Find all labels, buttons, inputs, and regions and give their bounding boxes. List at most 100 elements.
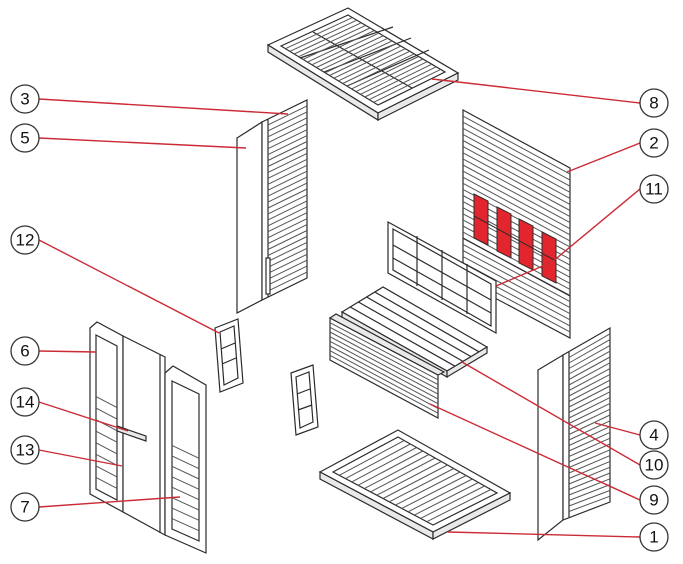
slat-line (568, 420, 611, 441)
leader-11 (551, 188, 641, 263)
slat-line (316, 35, 384, 68)
slat-line (342, 50, 410, 84)
svg-text:9: 9 (649, 491, 658, 510)
slat-line (267, 200, 308, 221)
slat-line (311, 32, 380, 66)
slat-line (568, 344, 611, 369)
slat-line (267, 253, 308, 274)
leader-13 (38, 449, 123, 467)
callout-4: 4 (639, 420, 669, 450)
leader-11b (495, 261, 553, 287)
slat-line (95, 465, 118, 478)
slat-line (171, 507, 200, 521)
leader-8 (431, 78, 641, 104)
slat-line (285, 17, 353, 50)
slat-line (462, 250, 571, 309)
slat-line (267, 206, 308, 227)
callout-5: 5 (10, 123, 40, 153)
slat-line (267, 247, 308, 268)
slat-line (329, 345, 439, 405)
slat-line (568, 431, 611, 452)
floor-panel (318, 429, 512, 540)
slat-line (95, 442, 118, 455)
callout-1: 1 (639, 522, 669, 552)
leader-12 (38, 239, 220, 334)
slat-line (360, 61, 428, 95)
svg-text:11: 11 (645, 180, 663, 199)
slat-line (95, 476, 118, 489)
slat-line (568, 466, 611, 485)
slat-line (462, 133, 571, 193)
slat-line (351, 56, 419, 90)
svg-text:4: 4 (649, 426, 658, 445)
slat-line (382, 464, 448, 499)
slat-line (267, 194, 308, 215)
slat-line (171, 455, 200, 470)
svg-text:6: 6 (20, 342, 29, 361)
slat-line (568, 443, 611, 463)
roof-panel (266, 7, 460, 122)
slat-line (366, 296, 472, 358)
slat-line (267, 123, 308, 144)
slat-line (568, 489, 611, 507)
slat-line (568, 356, 611, 380)
slat-line (267, 259, 308, 280)
bench-front-panel (328, 313, 446, 420)
slat-line (95, 453, 118, 466)
slat-line (329, 331, 439, 390)
svg-text:7: 7 (20, 498, 29, 517)
svg-text:8: 8 (649, 94, 658, 113)
callout-13: 13 (10, 435, 40, 465)
leader-1 (447, 531, 641, 538)
slat-line (267, 170, 308, 191)
callout-10: 10 (639, 450, 669, 480)
slat-line (267, 218, 308, 239)
slat-line (373, 68, 441, 103)
slat-line (307, 30, 375, 63)
slat-line (462, 121, 571, 181)
slat-line (329, 326, 439, 386)
svg-text:13: 13 (16, 441, 35, 460)
slat-line (568, 449, 611, 468)
svg-text:5: 5 (20, 129, 29, 148)
slat-line (462, 158, 571, 218)
slat-line (364, 454, 430, 490)
slat-line (462, 146, 571, 205)
slat-line (329, 336, 439, 395)
slat-line (267, 111, 308, 132)
slat-line (95, 407, 118, 420)
leader-2 (566, 142, 641, 173)
slat-line (389, 468, 454, 503)
slat-line (568, 437, 611, 457)
slat-line (568, 379, 611, 402)
slat-line (329, 340, 439, 400)
slat-line (345, 443, 411, 480)
callout-14: 14 (10, 387, 40, 417)
slat-line (267, 271, 308, 292)
slat-line (568, 495, 611, 512)
slat-line (171, 444, 200, 459)
slat-line (171, 465, 200, 480)
slat-line (329, 354, 439, 414)
slat-line (568, 333, 611, 358)
svg-text:14: 14 (16, 393, 35, 412)
slat-line (267, 129, 308, 150)
slat-line (568, 362, 611, 386)
slat-line (462, 182, 571, 242)
slat-line (568, 391, 611, 413)
slat-line (568, 368, 611, 391)
slat-line (568, 478, 611, 496)
slat-line (568, 385, 611, 408)
slat-line (267, 265, 308, 286)
leader-7 (38, 496, 181, 508)
slat-line (568, 414, 611, 435)
leader-6 (38, 350, 97, 353)
slat-line (267, 158, 308, 179)
slat-line (339, 440, 405, 476)
leader-9 (429, 403, 641, 501)
small-side-frame-lower (290, 364, 319, 436)
slat-line (293, 22, 362, 55)
svg-text:1: 1 (649, 528, 658, 547)
